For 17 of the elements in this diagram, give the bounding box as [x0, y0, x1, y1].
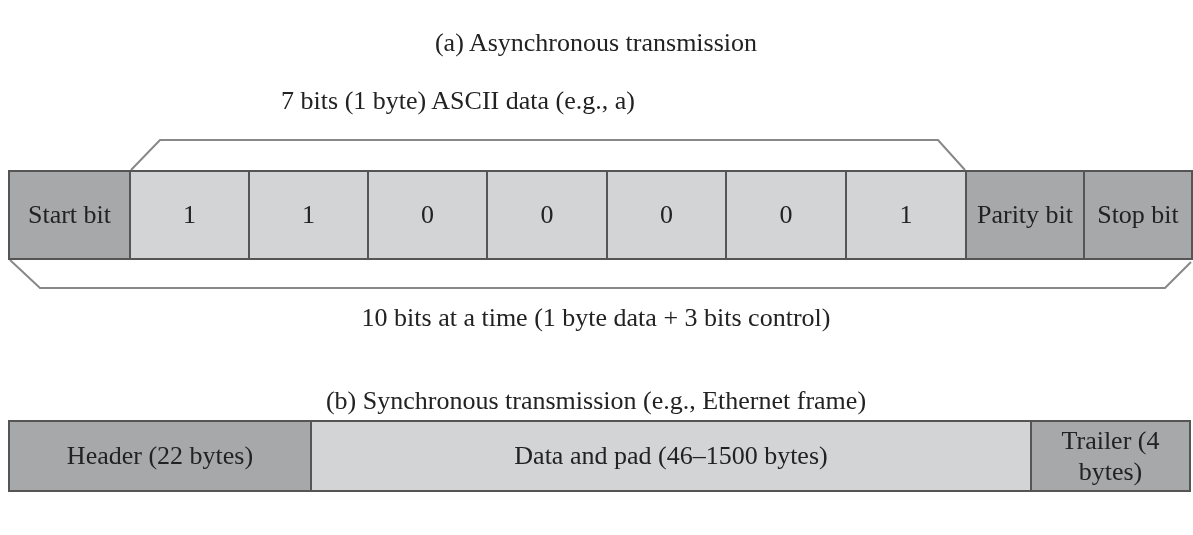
- bit-cell: 0: [367, 170, 488, 260]
- section-heading: (b) Synchronous transmission (e.g., Ethernet frame): [325, 386, 867, 416]
- section-heading: (a) Asynchronous transmission: [434, 28, 758, 58]
- bit-cell: 0: [486, 170, 608, 260]
- frame-field: Header (22 bytes): [8, 420, 312, 492]
- bit-cell: Parity bit: [965, 170, 1085, 260]
- frame-field: Data and pad (46–1500 bytes): [310, 420, 1032, 492]
- bit-cell: Start bit: [8, 170, 131, 260]
- bit-cell: 1: [248, 170, 369, 260]
- bit-cell: Stop bit: [1083, 170, 1193, 260]
- bracket-label: 7 bits (1 byte) ASCII data (e.g., a): [281, 86, 635, 116]
- frame-field: Trailer (4 bytes): [1030, 420, 1191, 492]
- bracket-label: 10 bits at a time (1 byte data + 3 bits control): [361, 303, 831, 333]
- bit-cell: 0: [725, 170, 847, 260]
- bit-cell: 1: [129, 170, 250, 260]
- bit-cell: 0: [606, 170, 727, 260]
- bit-cell: 1: [845, 170, 967, 260]
